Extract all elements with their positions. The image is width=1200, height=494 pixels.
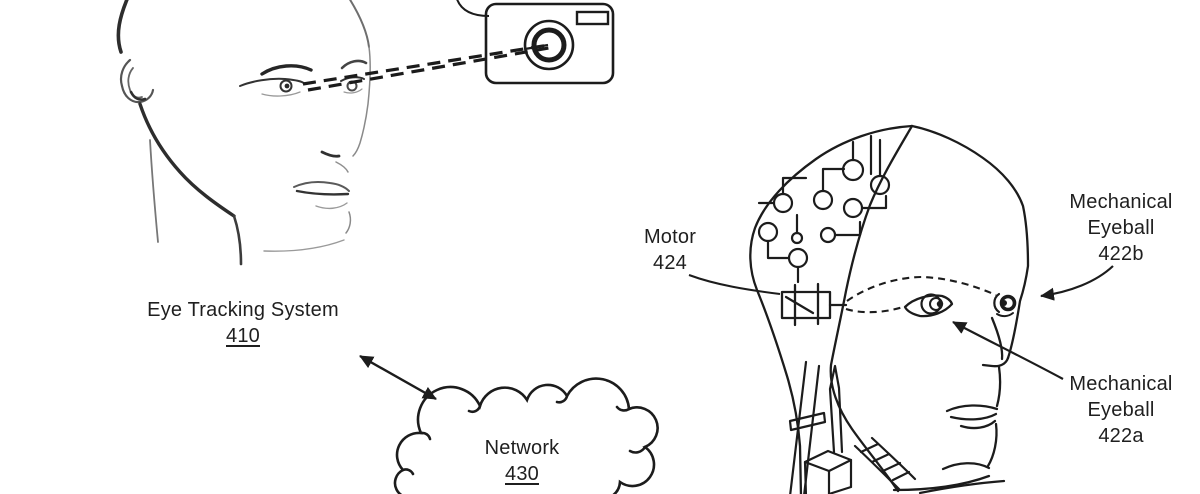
- human-head-sketch: [116, 0, 371, 266]
- camera-icon: [484, 2, 615, 85]
- motor-leader-line: [688, 274, 781, 295]
- circuit-pattern: [757, 134, 891, 284]
- cloud-scallop-hook: [467, 404, 482, 413]
- eyeball-a-arrow: [952, 321, 1064, 380]
- eyeball-b-line1: Mechanical: [1069, 191, 1173, 213]
- eyeball-linkage-dashed: [845, 275, 997, 314]
- motor-title: Motor: [643, 226, 697, 248]
- ref-410: 410: [226, 325, 260, 347]
- label-network: Network 430: [452, 435, 592, 487]
- mechanical-eyeball-422b: [993, 292, 1017, 318]
- robot-head-drawing: [749, 124, 1030, 494]
- robot-neck-mechanism: [788, 360, 1006, 494]
- eyeball-a-line1: Mechanical: [1069, 373, 1173, 395]
- eyeball-b-line2: Eyeball: [1087, 217, 1155, 239]
- ref-422b: 422b: [1098, 243, 1144, 265]
- double-headed-arrow: [359, 354, 437, 401]
- label-eye-tracking-system: Eye Tracking System 410: [103, 297, 383, 349]
- camera-leader-line: [456, 0, 490, 17]
- ref-422a: 422a: [1098, 425, 1144, 447]
- label-mechanical-eyeball-a: Mechanical Eyeball 422a: [1046, 371, 1196, 449]
- ref-430: 430: [505, 463, 539, 485]
- motor-symbol: [780, 282, 848, 327]
- mechanical-eyeball-422a: [903, 293, 954, 318]
- network-title: Network: [484, 437, 560, 459]
- cloud-shape: [393, 377, 659, 494]
- eyeball-b-arrow: [1040, 265, 1114, 301]
- label-mechanical-eyeball-b: Mechanical Eyeball 422b: [1046, 189, 1196, 267]
- eye-tracking-system-title: Eye Tracking System: [147, 299, 339, 321]
- label-motor: Motor 424: [620, 224, 720, 276]
- eyeball-a-line2: Eyeball: [1087, 399, 1155, 421]
- ref-424: 424: [653, 252, 687, 274]
